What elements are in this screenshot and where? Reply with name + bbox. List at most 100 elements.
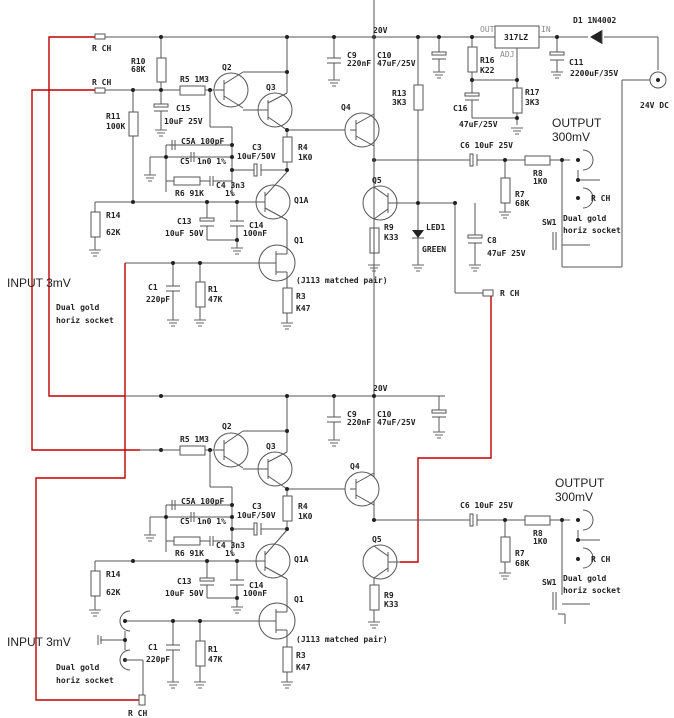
label-sw1: SW1 [542, 578, 557, 587]
capacitor-c15 [153, 103, 169, 108]
label-r4: R4 [298, 502, 308, 511]
resistor-r6 [173, 176, 201, 186]
resistor-r3 [282, 287, 293, 314]
r-ch-pad [482, 289, 494, 297]
resistor-r1 [195, 281, 206, 308]
label-r4-value: 1K0 [298, 512, 313, 521]
capacitor-c3 [253, 163, 258, 177]
resistor-r7 [500, 536, 511, 563]
label-c1: C1 [148, 643, 158, 652]
label-c14: C14 [249, 581, 264, 590]
label-c10-value: 47uF/25V [377, 418, 416, 427]
label-r16-value: K22 [480, 66, 495, 75]
transistor-q4 [344, 112, 380, 148]
label-jfet-note: (J113 matched pair) [296, 634, 388, 644]
label-r10-value: 68K [131, 65, 146, 74]
label-r3: R3 [296, 651, 306, 660]
output-socket-rch-icon [582, 547, 594, 569]
label-r17-value: 3K3 [525, 98, 540, 107]
resistor-r4 [282, 136, 293, 163]
label-r3-value: K47 [296, 663, 311, 672]
label-c4-tolerance: 1% [225, 189, 235, 198]
label-c14-value: 100nF [243, 589, 267, 598]
label-output-level: 300mV [552, 130, 590, 144]
label-c9: C9 [347, 410, 357, 419]
label-regulator: 317LZ [504, 33, 528, 42]
label-q5: Q5 [372, 535, 382, 544]
label-r9-value: K33 [384, 600, 399, 609]
label-c13: C13 [177, 217, 192, 226]
label-socket-line2: horiz socket [563, 225, 621, 235]
label-r-ch: R CH [128, 709, 147, 718]
resistor-r16 [467, 46, 478, 73]
resistor-r11 [128, 111, 139, 137]
label-r6: R6 91K [175, 189, 204, 198]
r-ch-pad [94, 87, 106, 94]
label-r7-value: 68K [515, 559, 530, 568]
label-r14-value: 62K [106, 588, 121, 597]
label-diode-d1: D1 1N4002 [573, 16, 617, 25]
led-icon [412, 230, 424, 238]
label-r16: R16 [480, 56, 495, 65]
label-r5: R5 1M3 [180, 435, 209, 444]
resistor-r3 [282, 646, 293, 673]
label-r5: R5 1M3 [180, 75, 209, 84]
label-c5: C5 [180, 157, 190, 166]
label-c13-value: 10uF 50V [165, 589, 204, 598]
label-c15-value: 10uF 25V [164, 117, 203, 126]
input-socket-icon [119, 610, 131, 632]
label-led1: LED1 [426, 223, 445, 232]
label-r3-value: K47 [296, 304, 311, 313]
label-r1: R1 [208, 645, 218, 654]
label-r9-value: K33 [384, 233, 399, 242]
label-c14: C14 [249, 221, 264, 230]
output-socket-icon [582, 149, 594, 171]
label-c6: C6 10uF 25V [460, 141, 513, 150]
label-input-socket-line2: horiz socket [56, 315, 114, 325]
capacitor-c6 [469, 153, 474, 167]
label-c5a: C5A 100pF [181, 137, 225, 146]
resistor-r5 [179, 85, 206, 96]
label-c9-value: 220nF [347, 59, 371, 68]
label-r4: R4 [298, 143, 308, 152]
label-r13: R13 [392, 89, 407, 98]
label-q3: Q3 [266, 442, 276, 451]
label-socket-line1: Dual gold [563, 574, 607, 583]
label-input-socket-line1: Dual gold [56, 303, 100, 312]
capacitor-c13 [199, 217, 215, 222]
resistor-r8 [524, 155, 551, 166]
label-socket-line2: horiz socket [563, 585, 621, 595]
label-r-ch: R CH [92, 44, 111, 53]
capacitor-c13 [199, 577, 215, 582]
label-output-level: 300mV [555, 490, 593, 504]
label-sw1: SW1 [542, 218, 557, 227]
label-c9: C9 [347, 51, 357, 60]
label-r1: R1 [208, 285, 218, 294]
resistor-r10 [156, 57, 167, 83]
input-socket-rch-icon [119, 649, 131, 671]
label-r10: R10 [131, 57, 146, 66]
label-c3: C3 [252, 502, 262, 511]
label-c5-value: 1n0 1% [197, 157, 226, 166]
label-c4: C4 3n3 [216, 541, 245, 550]
resistor-r5 [179, 445, 206, 456]
label-c10: C10 [377, 51, 392, 60]
transistor-q4 [344, 471, 380, 507]
capacitor-c16 [464, 92, 480, 97]
resistor-r1 [195, 640, 206, 667]
resistor-r7 [500, 177, 511, 204]
label-c15: C15 [176, 104, 191, 113]
transistor-q2 [213, 432, 249, 468]
resistor-r4 [282, 495, 293, 522]
label-q2: Q2 [222, 63, 232, 72]
labels-upper: R CH R CH R10 68K R11 100K R5 1M3 C15 10… [7, 16, 669, 325]
resistor-r8 [524, 515, 551, 526]
label-24v-dc: 24V DC [640, 101, 669, 110]
label-rail-20v: 20V [373, 384, 388, 393]
label-c11: C11 [569, 58, 584, 67]
label-r8: R8 [533, 169, 543, 178]
transistor-q2 [213, 72, 249, 108]
resistor-r9 [369, 584, 380, 611]
channel-link-wires [31, 36, 492, 701]
label-c5a: C5A 100pF [181, 497, 225, 506]
